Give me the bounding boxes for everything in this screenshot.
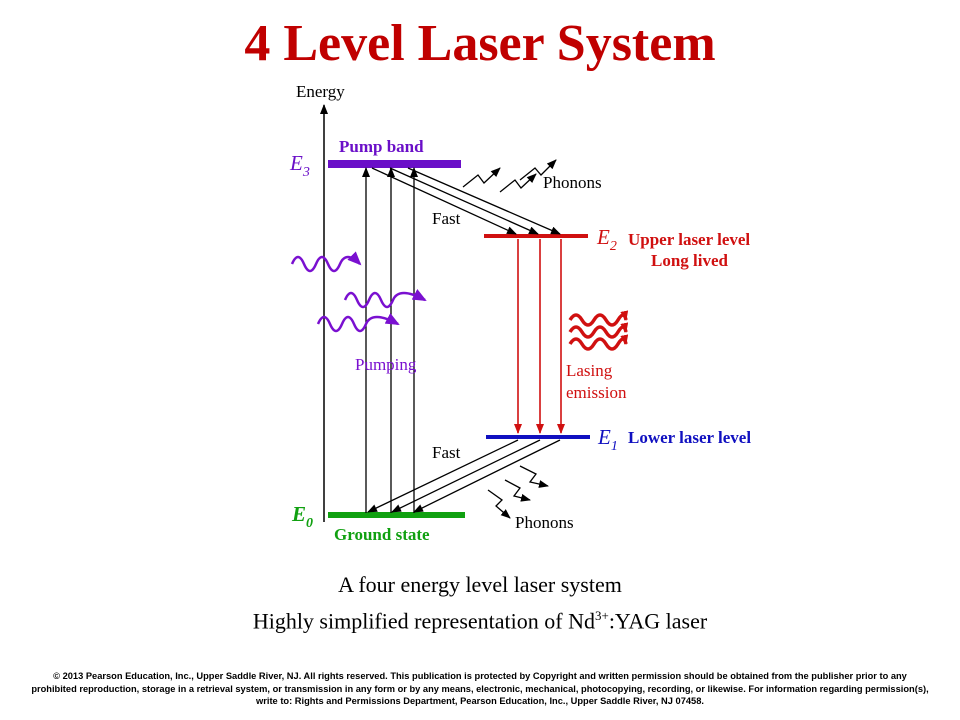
lasing-label-line1: Lasing xyxy=(566,361,613,380)
pump-band-label: Pump band xyxy=(339,137,424,156)
long-lived-label: Long lived xyxy=(651,251,729,270)
energy-axis-label: Energy xyxy=(296,82,345,101)
fast-decay-e1-e0-3 xyxy=(413,439,561,513)
fast-decay-e3-e2-1 xyxy=(371,167,517,235)
caption-line-2-superscript: 3+ xyxy=(594,608,609,623)
e3-symbol: E3 xyxy=(289,151,310,180)
phonons-label-upper: Phonons xyxy=(543,173,602,192)
lasing-emission-waves xyxy=(568,310,629,351)
e2-symbol: E2 xyxy=(596,225,617,254)
caption-line-1: A four energy level laser system xyxy=(338,572,622,597)
upper-laser-level-label: Upper laser level xyxy=(628,230,750,249)
fast-decay-e1-e0-2 xyxy=(391,439,541,513)
phonons-label-lower: Phonons xyxy=(515,513,574,532)
phonon-squiggles-upper xyxy=(462,159,557,193)
fast-decay-e3-e2-3 xyxy=(407,167,561,235)
fast-label-upper: Fast xyxy=(432,209,461,228)
caption-line-2: Highly simplified representation of Nd3+… xyxy=(0,603,960,634)
lower-laser-level-label: Lower laser level xyxy=(628,428,751,447)
pump-photon-waves xyxy=(290,251,427,333)
fast-decay-e3-e2-2 xyxy=(389,167,539,235)
copyright-notice: © 2013 Pearson Education, Inc., Upper Sa… xyxy=(31,671,929,706)
pumping-label: Pumping xyxy=(355,355,417,374)
lasing-label-line2: emission xyxy=(566,383,627,402)
slide-title: 4 Level Laser System xyxy=(244,15,716,72)
e0-symbol: E0 xyxy=(291,502,313,531)
fast-label-lower: Fast xyxy=(432,443,461,462)
e1-symbol: E1 xyxy=(597,425,618,454)
ground-state-label: Ground state xyxy=(334,525,430,544)
caption-line-2-prefix: Highly simplified representation of Nd xyxy=(252,608,595,634)
phonon-squiggles-lower xyxy=(487,465,549,519)
fast-decay-e1-e0-1 xyxy=(367,439,519,513)
caption-line-2-suffix: :YAG laser xyxy=(608,608,708,634)
